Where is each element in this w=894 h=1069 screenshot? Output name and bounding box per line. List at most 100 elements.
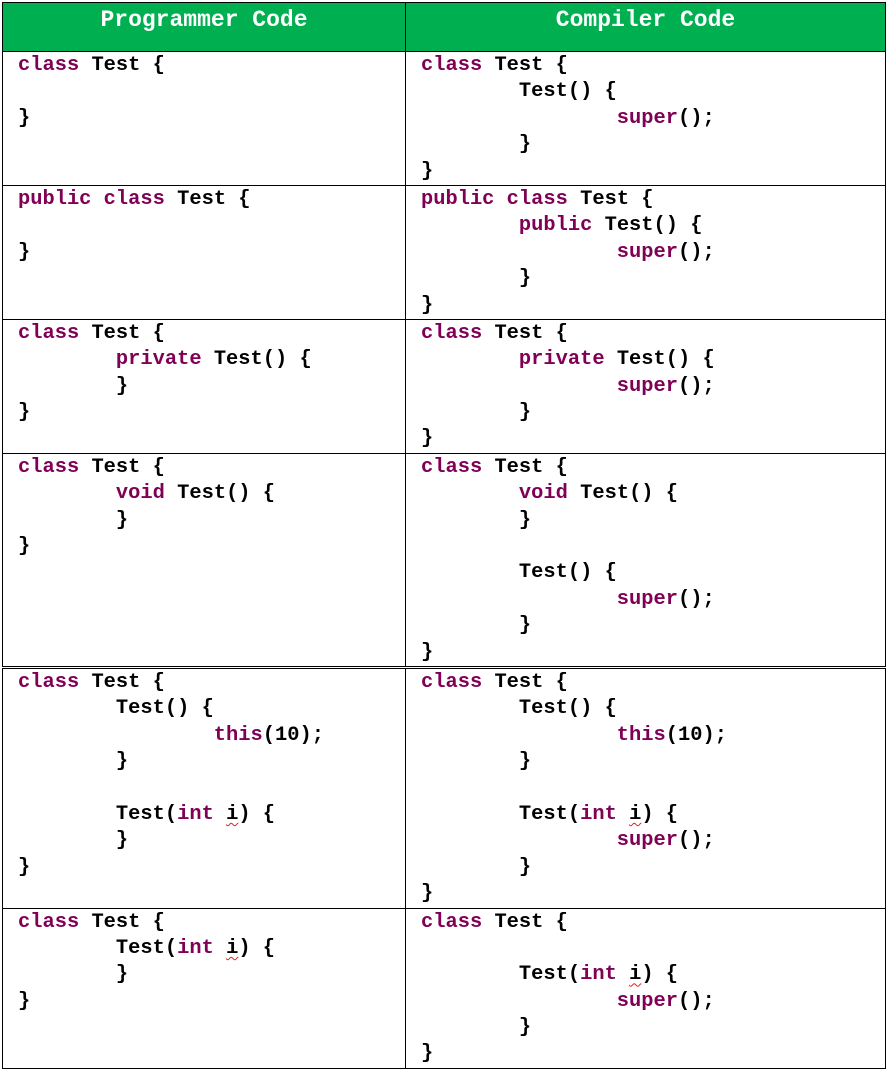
compiler-code-cell: class Test { Test() { super(); }} xyxy=(405,51,886,186)
code-line: } xyxy=(421,1042,434,1066)
keyword: class xyxy=(421,910,483,934)
code-block: class Test { Test() { super(); }} xyxy=(406,52,885,185)
spellcheck-flagged-word: i xyxy=(629,963,642,987)
keyword: super xyxy=(616,587,678,611)
keyword: super xyxy=(616,989,678,1013)
code-line: Test() { xyxy=(115,697,214,721)
code-line xyxy=(421,534,885,560)
code-block: class Test { private Test() { }} xyxy=(3,320,405,427)
keyword: class xyxy=(506,187,568,211)
code-line: super(); xyxy=(616,106,715,130)
code-line xyxy=(421,776,885,802)
code-line: } xyxy=(421,133,532,157)
programmer-code-cell: class Test { Test() { this(10); } Test(i… xyxy=(2,666,406,909)
code-line: private Test() { xyxy=(518,348,715,372)
table-row: class Test { private Test() { }}class Te… xyxy=(2,318,886,454)
code-line xyxy=(18,213,405,239)
code-line: super(); xyxy=(616,989,715,1013)
code-line: super(); xyxy=(616,587,715,611)
code-line: class Test { xyxy=(421,455,568,479)
code-block: class Test { Test() { this(10); } Test(i… xyxy=(3,669,405,881)
code-line: this(10); xyxy=(213,723,324,747)
code-line: } xyxy=(18,106,31,130)
code-line xyxy=(18,776,405,802)
code-line: super(); xyxy=(616,374,715,398)
code-line: super(); xyxy=(616,240,715,264)
code-line: } xyxy=(18,401,31,425)
code-line xyxy=(18,79,405,105)
code-line: class Test { xyxy=(18,910,165,934)
code-block: class Test { void Test() { }} xyxy=(3,454,405,561)
code-block: class Test { Test() { this(10); } Test(i… xyxy=(406,669,885,908)
keyword: public xyxy=(18,187,92,211)
programmer-code-cell: class Test {} xyxy=(2,51,406,186)
code-line: } xyxy=(18,989,31,1013)
code-line: void Test() { xyxy=(115,482,276,506)
spellcheck-flagged-word: i xyxy=(226,802,239,826)
code-block: public class Test {} xyxy=(3,186,405,266)
table-row: class Test { Test() { this(10); } Test(i… xyxy=(2,666,886,909)
code-line: } xyxy=(421,1016,532,1040)
compiler-code-cell: public class Test { public Test() { supe… xyxy=(405,184,886,320)
code-block: class Test {} xyxy=(3,52,405,132)
keyword: class xyxy=(18,910,80,934)
keyword: int xyxy=(177,936,214,960)
code-line: public class Test { xyxy=(421,187,654,211)
code-line: void Test() { xyxy=(518,482,679,506)
keyword: int xyxy=(177,802,214,826)
keyword: int xyxy=(580,802,617,826)
compiler-code-cell: class Test { private Test() { super(); }… xyxy=(405,318,886,454)
table-row: class Test { void Test() { }}class Test … xyxy=(2,452,886,669)
compiler-code-header: Compiler Code xyxy=(405,2,886,52)
programmer-code-cell: class Test { void Test() { }} xyxy=(2,452,406,669)
code-line: class Test { xyxy=(421,910,568,934)
keyword: super xyxy=(616,374,678,398)
keyword: this xyxy=(616,723,666,747)
code-line xyxy=(421,936,885,962)
code-line: public Test() { xyxy=(518,214,703,238)
code-line: } xyxy=(421,427,434,451)
spellcheck-flagged-word: i xyxy=(226,936,239,960)
code-line: class Test { xyxy=(18,321,165,345)
code-line: } xyxy=(421,508,532,532)
keyword: public xyxy=(421,187,495,211)
keyword: super xyxy=(616,829,678,853)
code-line: } xyxy=(421,640,434,664)
code-line: } xyxy=(18,508,129,532)
code-block: class Test { Test(int i) { super(); }} xyxy=(406,909,885,1068)
programmer-code-cell: class Test { private Test() { }} xyxy=(2,318,406,454)
code-line: } xyxy=(18,829,129,853)
code-line: } xyxy=(18,855,31,879)
code-line: } xyxy=(421,293,434,317)
code-line: } xyxy=(421,855,532,879)
spellcheck-flagged-word: i xyxy=(629,802,642,826)
keyword: public xyxy=(518,214,593,238)
table-row: class Test {}class Test { Test() { super… xyxy=(2,51,886,186)
code-line: class Test { xyxy=(421,670,568,694)
code-line: } xyxy=(421,614,532,638)
keyword: void xyxy=(518,482,568,506)
keyword: class xyxy=(421,321,483,345)
keyword: private xyxy=(518,348,605,372)
code-line: } xyxy=(18,240,31,264)
keyword: class xyxy=(18,321,80,345)
keyword: super xyxy=(616,106,678,130)
keyword: class xyxy=(18,54,80,77)
code-line: Test() { xyxy=(518,561,617,585)
code-line: } xyxy=(421,882,434,906)
keyword: private xyxy=(115,348,202,372)
keyword: this xyxy=(213,723,263,747)
keyword: class xyxy=(18,670,80,694)
keyword: super xyxy=(616,240,678,264)
code-line: } xyxy=(18,750,129,774)
code-line: Test(int i) { xyxy=(518,802,679,826)
keyword: class xyxy=(421,670,483,694)
compiler-code-cell: class Test { Test() { this(10); } Test(i… xyxy=(405,666,886,909)
keyword: void xyxy=(115,482,165,506)
code-line: } xyxy=(421,159,434,183)
programmer-code-cell: public class Test {} xyxy=(2,184,406,320)
code-line: class Test { xyxy=(421,321,568,345)
code-line: class Test { xyxy=(18,54,165,77)
code-block: class Test { private Test() { super(); }… xyxy=(406,320,885,453)
